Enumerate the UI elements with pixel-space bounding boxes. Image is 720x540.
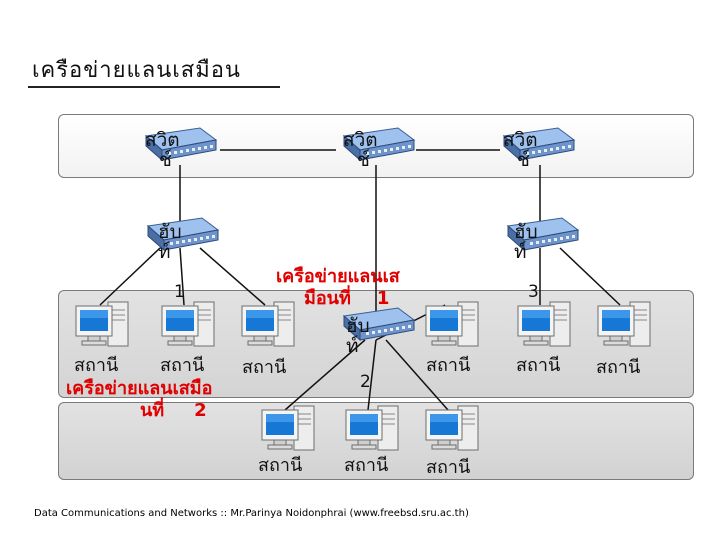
station-8-icon: [516, 300, 574, 350]
hub-1-number: 1: [174, 282, 185, 302]
hub-2-number: 2: [360, 372, 371, 392]
switch-3-label: สวิตช์: [503, 129, 538, 171]
hub-3-label: ฮับท์: [514, 221, 538, 263]
station-6-label: สถานี: [344, 455, 389, 476]
station-8-label: สถานี: [516, 355, 561, 376]
station-7-icon: [424, 404, 482, 454]
station-1-icon: [74, 300, 132, 350]
station-4-label: สถานี: [426, 355, 471, 376]
link-hub2-station6: [367, 339, 377, 411]
page-title: เครือข่ายแลนเสมือน: [32, 58, 241, 83]
station-1-label: สถานี: [74, 355, 119, 376]
hub-3-icon: [500, 216, 580, 254]
link-hub2-station5: [284, 339, 366, 411]
station-4-icon: [424, 300, 482, 350]
vlan-2-label: เครือข่ายแลนเสมือนที่2: [66, 378, 213, 421]
station-9-icon: [596, 300, 654, 350]
footer-credit: Data Communications and Networks :: Mr.P…: [34, 508, 469, 519]
station-5-label: สถานี: [258, 455, 303, 476]
station-7-label: สถานี: [426, 457, 471, 478]
link-hub3-station9: [559, 247, 621, 306]
vlan-1-label: เครือข่ายแลนเสมือนที่1: [276, 266, 400, 309]
link-hub1-station2: [179, 247, 185, 306]
station-3-label: สถานี: [242, 357, 287, 378]
station-6-icon: [344, 404, 402, 454]
link-hub2-station7: [385, 339, 449, 411]
station-9-label: สถานี: [596, 357, 641, 378]
hub-1-label: ฮับท์: [158, 221, 182, 263]
link-hub1-station3: [199, 247, 266, 306]
switch-1-label: สวิตช์: [145, 129, 180, 171]
station-2-label: สถานี: [160, 355, 205, 376]
hub-3-number: 3: [528, 282, 539, 302]
hub-2-label: ฮับท์: [346, 315, 370, 357]
station-3-icon: [240, 300, 298, 350]
station-5-icon: [260, 404, 318, 454]
station-2-icon: [160, 300, 218, 350]
switch-2-label: สวิตช์: [343, 129, 378, 171]
link-hub1-station1: [99, 247, 161, 306]
title-underline: [28, 86, 280, 88]
